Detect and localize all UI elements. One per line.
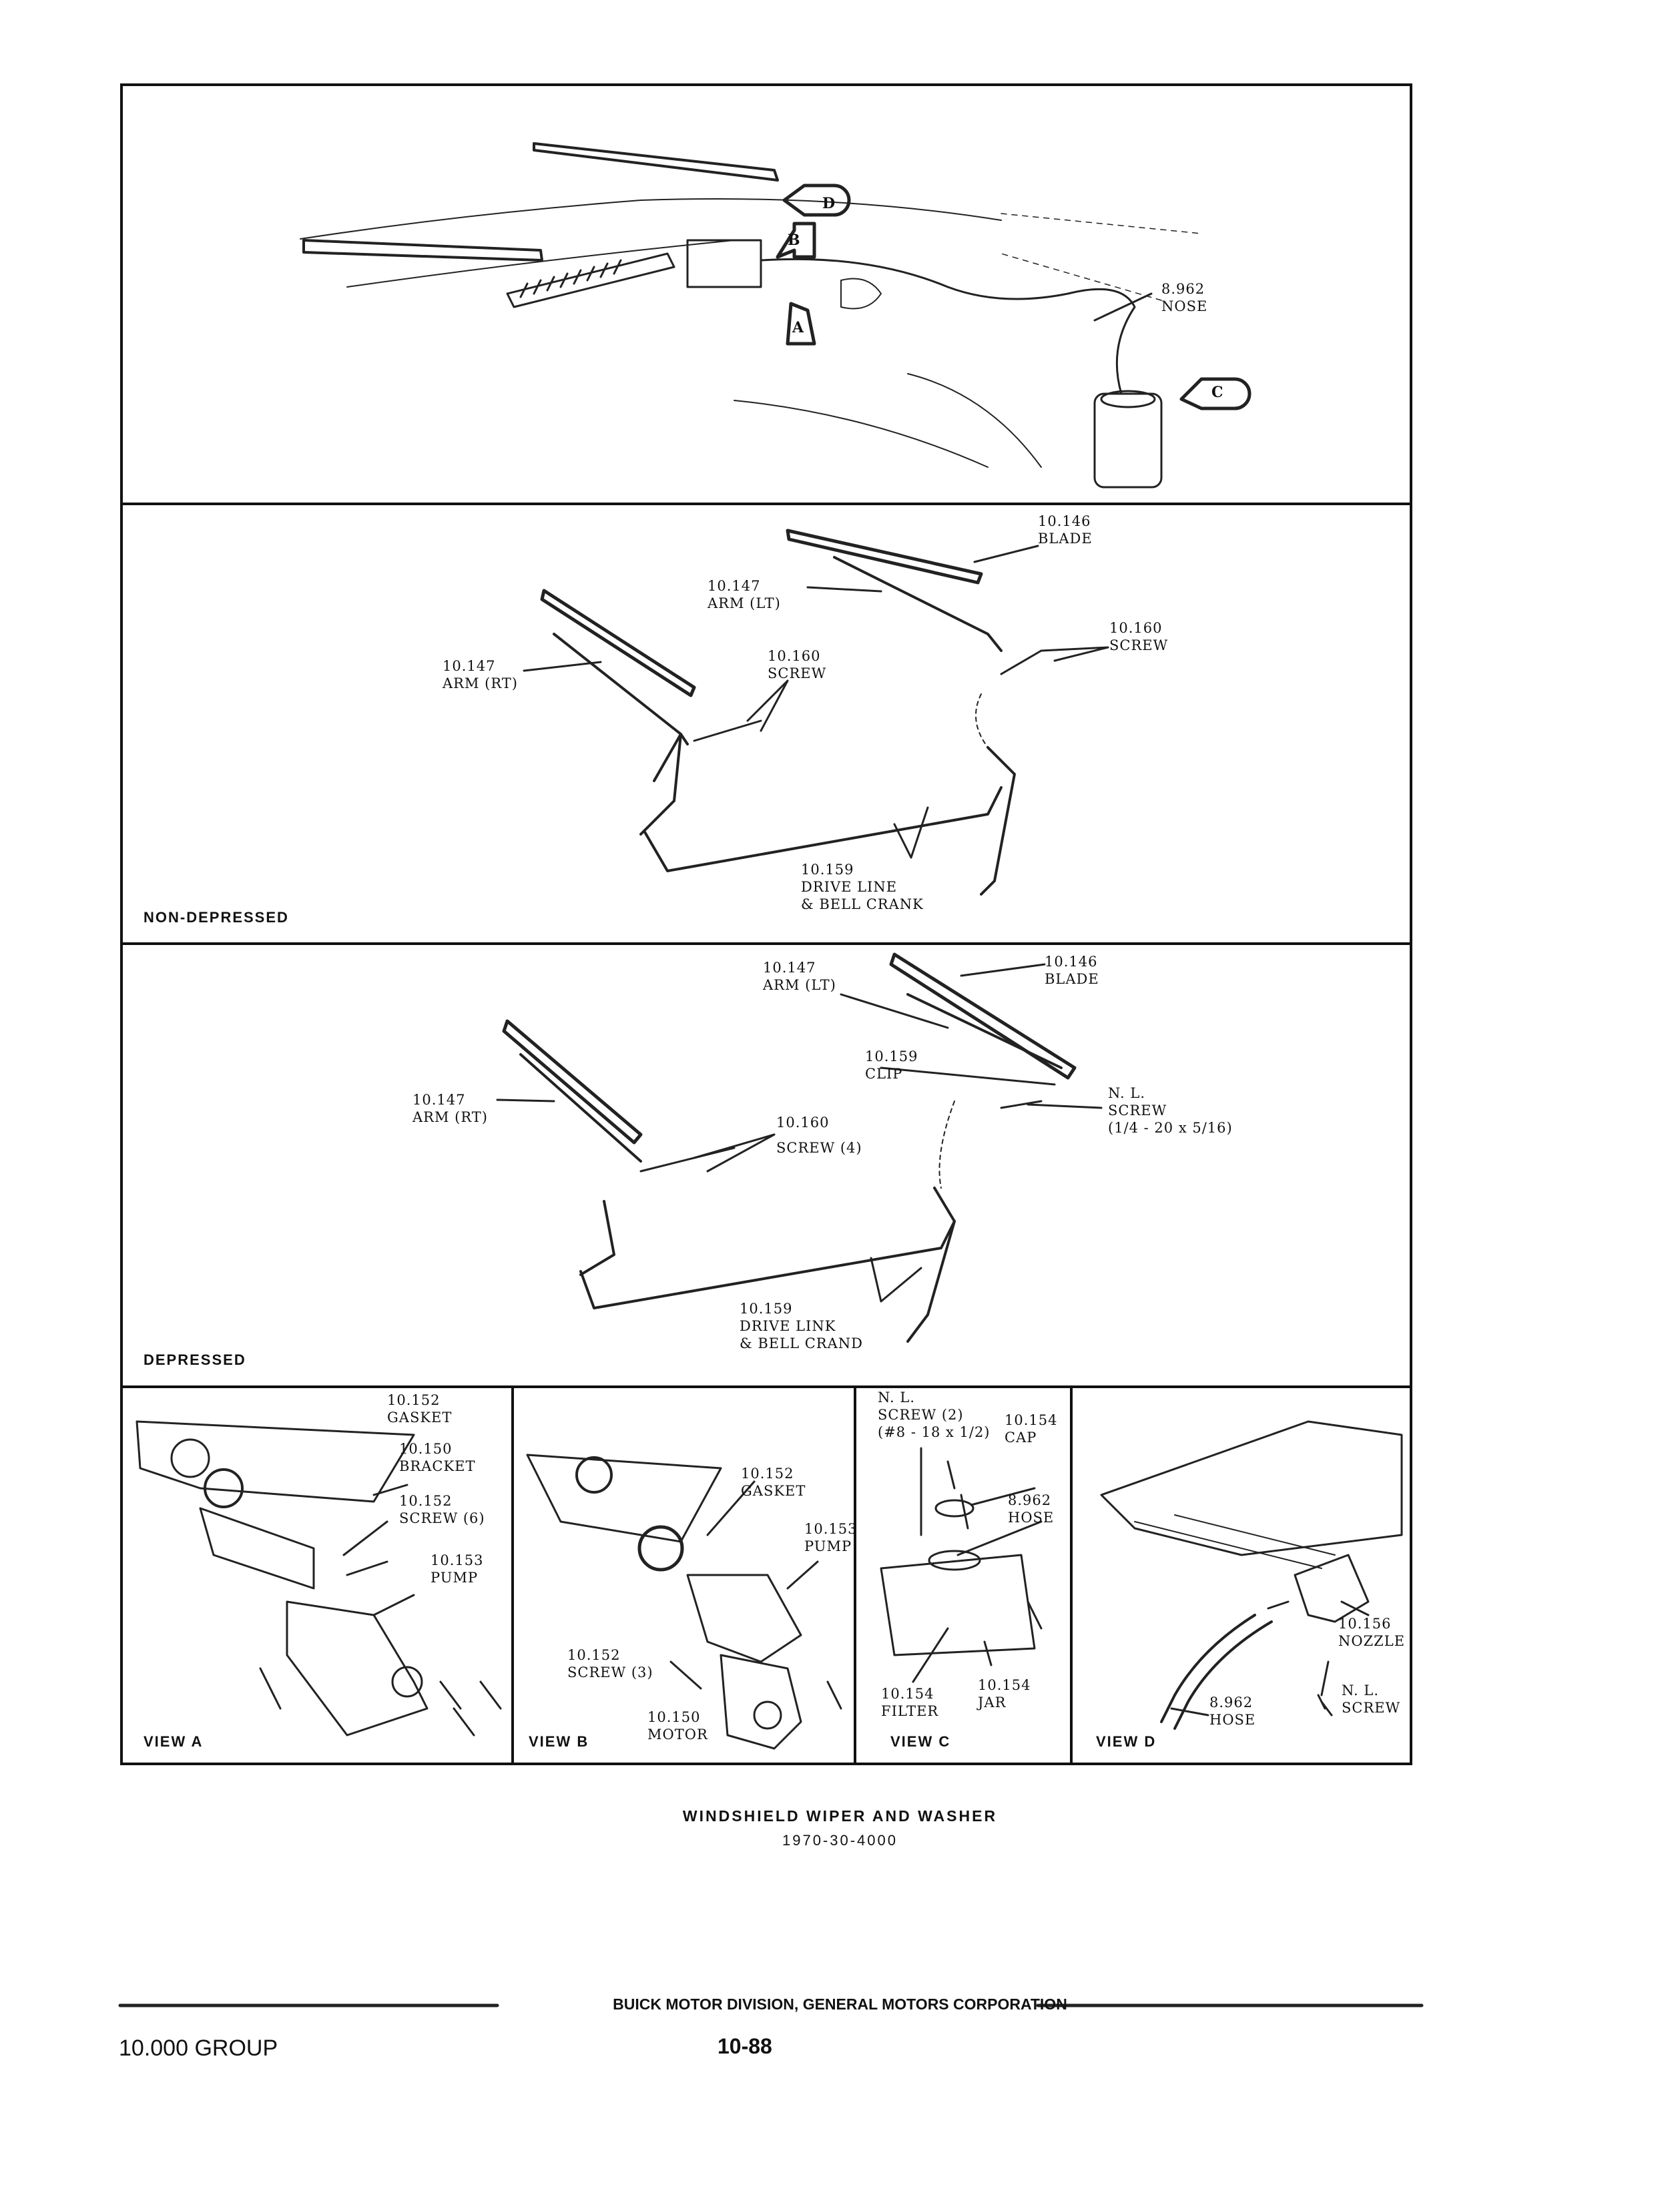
view-b-illustration bbox=[527, 1455, 841, 1749]
non-depressed-heading: NON-DEPRESSED bbox=[144, 909, 289, 926]
panel-divider bbox=[120, 503, 1412, 505]
callout-a: A bbox=[792, 319, 805, 336]
screw-4-label: 10.160 SCREW (4) bbox=[776, 1115, 862, 1156]
callout-c: C bbox=[1211, 384, 1224, 401]
view-d-illustration bbox=[1101, 1422, 1402, 1729]
figure-code: 1970-30-4000 bbox=[782, 1832, 898, 1849]
view-a-illustration bbox=[137, 1422, 501, 1735]
panel-divider bbox=[120, 1385, 1412, 1388]
nose-label: 8.962 NOSE bbox=[1161, 281, 1208, 314]
view-b-motor-label: 10.150 MOTOR bbox=[647, 1709, 708, 1743]
view-divider bbox=[854, 1387, 856, 1765]
depressed-heading: DEPRESSED bbox=[144, 1351, 246, 1368]
page-number: 10-88 bbox=[718, 2034, 772, 2058]
callout-d: D bbox=[822, 195, 836, 212]
view-c-cap-label: 10.154 CAP bbox=[1005, 1412, 1058, 1446]
view-d-screw-label: N. L. SCREW bbox=[1342, 1682, 1401, 1716]
panel-divider bbox=[120, 942, 1412, 945]
view-b-pump-label: 10.153 PUMP bbox=[804, 1521, 858, 1554]
figure-frame bbox=[120, 83, 1412, 1765]
view-a-gasket-label: 10.152 GASKET bbox=[387, 1392, 453, 1426]
arm-lt-label: 10.147 ARM (LT) bbox=[708, 578, 781, 611]
view-divider bbox=[1070, 1387, 1073, 1765]
company-name: BUICK MOTOR DIVISION, GENERAL MOTORS COR… bbox=[613, 1995, 1067, 2013]
view-a-pump-label: 10.153 PUMP bbox=[431, 1552, 484, 1586]
view-b-title: VIEW B bbox=[529, 1733, 589, 1750]
view-c-filter-label: 10.154 FILTER bbox=[881, 1686, 939, 1719]
callout-b: B bbox=[788, 232, 801, 249]
figure-title: WINDSHIELD WIPER AND WASHER bbox=[682, 1807, 998, 1825]
group-label: 10.000 GROUP bbox=[119, 2035, 278, 2061]
view-a-title: VIEW A bbox=[144, 1733, 204, 1750]
arm-rt-label: 10.147 ARM (RT) bbox=[412, 1092, 488, 1125]
view-a-bracket-label: 10.150 BRACKET bbox=[399, 1441, 476, 1474]
non-depressed-illustration bbox=[524, 531, 1108, 894]
screw-left-label: 10.160 SCREW bbox=[768, 648, 827, 681]
clip-label: 10.159 CLIP bbox=[865, 1048, 918, 1082]
view-c-screw-label: N. L. SCREW (2) (#8 - 18 x 1/2) bbox=[878, 1389, 991, 1440]
view-b-gasket-label: 10.152 GASKET bbox=[741, 1466, 806, 1499]
view-c-illustration bbox=[881, 1448, 1041, 1682]
nl-screw-label: N. L. SCREW (1/4 - 20 x 5/16) bbox=[1108, 1085, 1233, 1136]
overview-illustration bbox=[300, 143, 1249, 487]
depressed-illustration bbox=[497, 954, 1101, 1341]
view-d-title: VIEW D bbox=[1096, 1733, 1157, 1750]
view-d-hose-label: 8.962 HOSE bbox=[1209, 1694, 1256, 1728]
view-b-screw-label: 10.152 SCREW (3) bbox=[567, 1647, 653, 1680]
view-c-hose-label: 8.962 HOSE bbox=[1008, 1492, 1055, 1526]
blade-label: 10.146 BLADE bbox=[1038, 513, 1093, 547]
drive-line-label: 10.159 DRIVE LINE & BELL CRANK bbox=[801, 862, 924, 912]
drive-link-label: 10.159 DRIVE LINK & BELL CRAND bbox=[740, 1301, 863, 1351]
view-d-nozzle-label: 10.156 NOZZLE bbox=[1338, 1616, 1406, 1649]
arm-lt-label: 10.147 ARM (LT) bbox=[763, 960, 836, 993]
blade-label: 10.146 BLADE bbox=[1045, 954, 1099, 987]
arm-rt-label: 10.147 ARM (RT) bbox=[443, 658, 518, 691]
view-c-jar-label: 10.154 JAR bbox=[978, 1677, 1031, 1710]
view-a-screw-label: 10.152 SCREW (6) bbox=[399, 1493, 485, 1526]
screw-right-label: 10.160 SCREW bbox=[1109, 620, 1169, 653]
view-divider bbox=[511, 1387, 514, 1765]
view-c-title: VIEW C bbox=[890, 1733, 951, 1750]
